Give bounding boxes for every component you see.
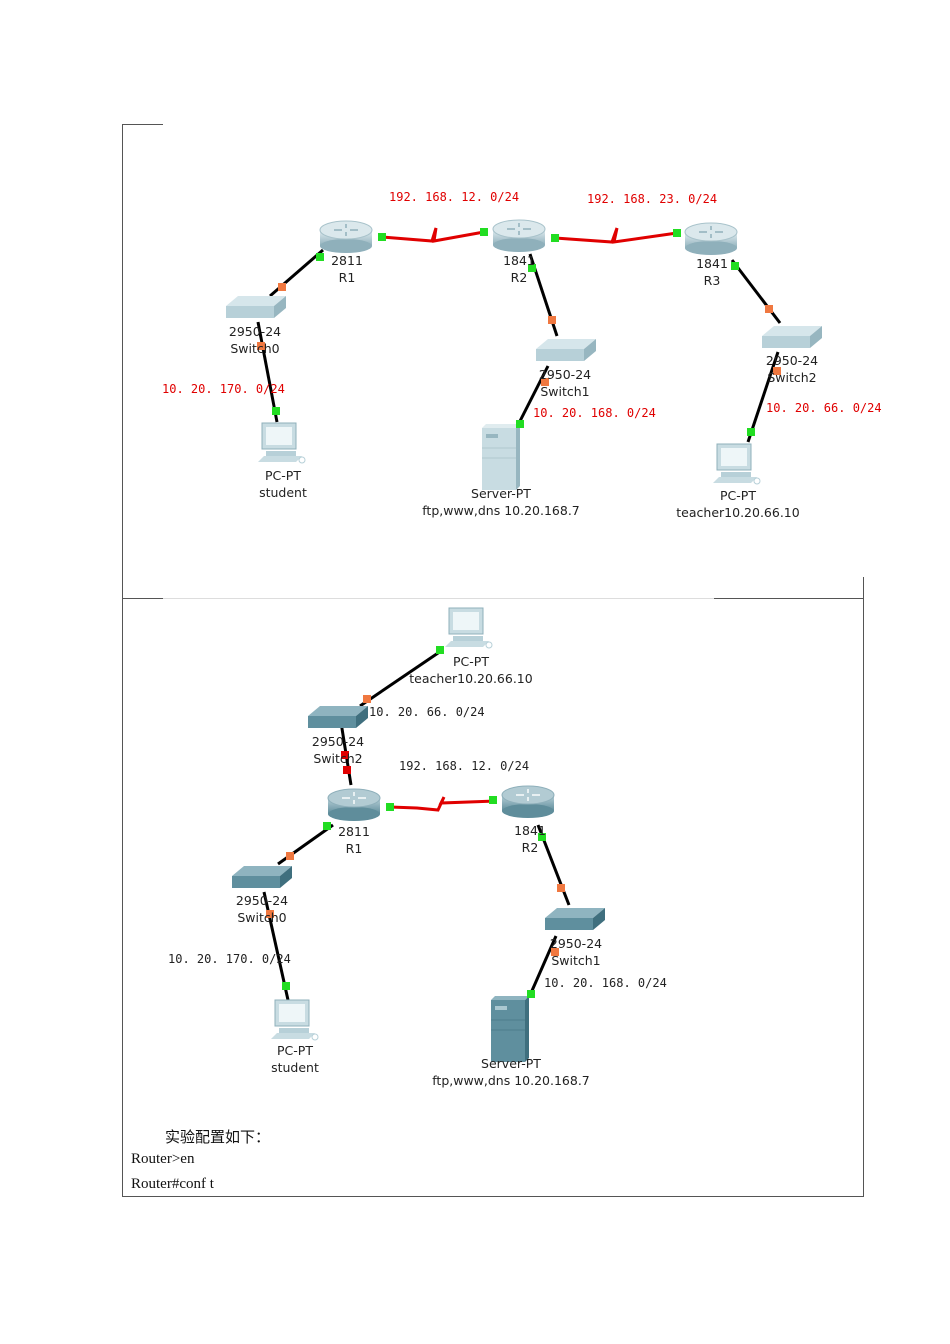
- switch0-icon[interactable]: [226, 296, 286, 318]
- device-name: ftp,www,dns 10.20.168.7: [422, 503, 580, 518]
- device-model: PC-PT: [720, 488, 756, 503]
- device-name: student: [259, 485, 307, 500]
- switch1-icon[interactable]: [545, 908, 605, 930]
- network-label: 192. 168. 12. 0/24: [389, 190, 519, 204]
- device-model: 2950-24: [550, 936, 602, 951]
- device-model: PC-PT: [277, 1043, 313, 1058]
- switch1-icon[interactable]: [536, 339, 596, 361]
- serial-link-r1-r2: [381, 227, 485, 243]
- device-name: R1: [346, 841, 363, 856]
- student-pc-icon[interactable]: [257, 422, 306, 464]
- device-model: 2950-24: [539, 367, 591, 382]
- device-model: 2950-24: [766, 353, 818, 368]
- device-model: 2811: [331, 253, 363, 268]
- link-r1-switch0: [269, 248, 324, 298]
- device-name: teacher10.20.66.10: [676, 505, 799, 520]
- device-name: R2: [522, 840, 539, 855]
- device-name: student: [271, 1060, 319, 1075]
- top-network-diagram: 192. 168. 12. 0/24 192. 168. 23. 0/24 10…: [162, 190, 882, 520]
- device-name: ftp,www,dns 10.20.168.7: [432, 1073, 590, 1088]
- link-r3-switch2: [730, 259, 782, 324]
- network-label: 10. 20. 170. 0/24: [162, 382, 285, 396]
- device-name: Switch2: [767, 370, 816, 385]
- teacher-pc-icon[interactable]: [444, 607, 493, 649]
- serial-link-r2-r3: [554, 227, 678, 244]
- server-icon[interactable]: [490, 995, 530, 1063]
- device-model: 1841: [503, 253, 535, 268]
- teacher-pc-icon[interactable]: [712, 443, 761, 485]
- router-r1-icon[interactable]: [319, 220, 373, 254]
- device-model: PC-PT: [265, 468, 301, 483]
- config-line: Router>en: [131, 1151, 195, 1167]
- config-heading: 实验配置如下：: [165, 1130, 271, 1146]
- device-name: Switch2: [313, 751, 362, 766]
- network-label: 10. 20. 170. 0/24: [168, 952, 291, 966]
- link-switch1-server: [529, 935, 558, 994]
- router-r3-icon[interactable]: [684, 222, 738, 256]
- device-name: R3: [704, 273, 721, 288]
- router-r2-icon[interactable]: [492, 219, 546, 253]
- device-name: R2: [511, 270, 528, 285]
- device-name: Switch1: [551, 953, 600, 968]
- port-indicators: [257, 228, 781, 436]
- server-icon[interactable]: [481, 423, 521, 491]
- network-label: 10. 20. 168. 0/24: [533, 406, 656, 420]
- network-label: 192. 168. 12. 0/24: [399, 759, 529, 773]
- switch0-icon[interactable]: [232, 866, 292, 888]
- device-model: 2950-24: [312, 734, 364, 749]
- serial-link-r1-r2: [389, 796, 497, 812]
- device-model: 2811: [338, 824, 370, 839]
- router-r2-icon[interactable]: [501, 785, 555, 819]
- device-model: 1841: [696, 256, 728, 271]
- bottom-network-diagram: 10. 20. 66. 0/24 192. 168. 12. 0/24 10. …: [168, 607, 667, 1088]
- device-name: teacher10.20.66.10: [409, 671, 532, 686]
- network-label: 10. 20. 66. 0/24: [369, 705, 485, 719]
- port-indicators: [266, 646, 565, 998]
- link-teacher-switch2: [359, 649, 442, 708]
- link-switch1-server: [516, 365, 550, 426]
- device-name: Switch1: [540, 384, 589, 399]
- link-switch0-student: [256, 321, 279, 423]
- switch2-icon[interactable]: [762, 326, 822, 348]
- device-model: Server-PT: [471, 486, 531, 501]
- device-model: PC-PT: [453, 654, 489, 669]
- device-model: 1841: [514, 823, 546, 838]
- router-r1-icon[interactable]: [327, 788, 381, 822]
- device-model: 2950-24: [229, 324, 281, 339]
- device-model: 2950-24: [236, 893, 288, 908]
- network-label: 10. 20. 66. 0/24: [766, 401, 882, 415]
- switch2-icon[interactable]: [308, 706, 368, 728]
- device-model: Server-PT: [481, 1056, 541, 1071]
- device-name: Switch0: [237, 910, 286, 925]
- config-line: Router#conf t: [131, 1176, 214, 1192]
- student-pc-icon[interactable]: [270, 999, 319, 1041]
- device-name: Switch0: [230, 341, 279, 356]
- device-name: R1: [339, 270, 356, 285]
- table-frame: [122, 124, 864, 1197]
- network-label: 10. 20. 168. 0/24: [544, 976, 667, 990]
- network-label: 192. 168. 23. 0/24: [587, 192, 717, 206]
